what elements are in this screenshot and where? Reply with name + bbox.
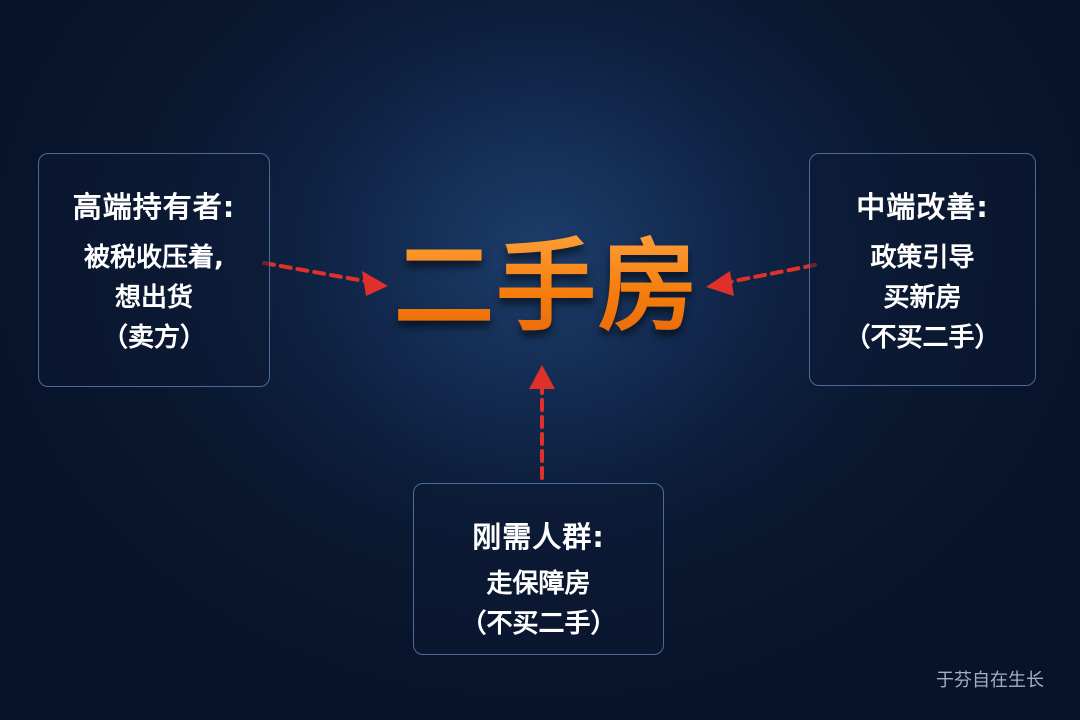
card-high-end-holders: 高端持有者: 被税收压着, 想出货 （卖方） <box>38 153 270 387</box>
arrow-left-to-center <box>262 261 388 296</box>
card-first-time-buyers: 刚需人群: 走保障房 （不买二手） <box>413 483 664 655</box>
card-heading: 高端持有者: <box>72 190 236 224</box>
card-line: （卖方） <box>101 323 206 353</box>
card-heading: 中端改善: <box>856 190 989 224</box>
arrow-right-to-center <box>706 263 817 296</box>
card-line: 走保障房 <box>486 569 591 599</box>
card-line: 政策引导 <box>870 243 975 273</box>
card-heading: 刚需人群: <box>472 520 605 554</box>
card-line: 买新房 <box>883 283 962 313</box>
center-title: 二手房 <box>392 222 702 352</box>
card-line: （不买二手） <box>844 323 1001 353</box>
arrow-bottom-to-center <box>529 365 555 480</box>
card-line: 想出货 <box>114 283 193 313</box>
card-line: 被税收压着, <box>84 243 224 273</box>
card-mid-end-upgrade: 中端改善: 政策引导 买新房 （不买二手） <box>809 153 1036 386</box>
watermark: 于芬自在生长 <box>936 670 1044 691</box>
card-line: （不买二手） <box>460 609 617 639</box>
